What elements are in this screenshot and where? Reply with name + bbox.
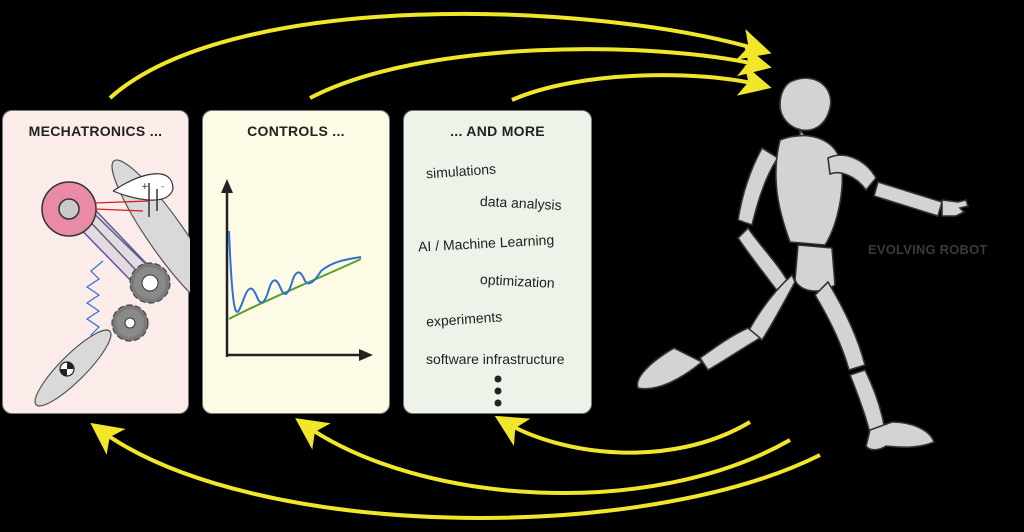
gear-icon bbox=[111, 262, 171, 342]
controls-response-plot bbox=[221, 179, 373, 361]
list-item: software infrastructure bbox=[426, 351, 565, 367]
panel-title: MECHATRONICS ... bbox=[28, 123, 163, 139]
more-panel: ... AND MORE simulations data analysis A… bbox=[403, 110, 592, 414]
vertical-ellipsis-icon bbox=[494, 375, 502, 407]
arrow-robot-to-controls bbox=[295, 418, 791, 496]
center-of-mass-icon bbox=[59, 361, 75, 377]
mechatronics-panel: MECHATRONICS ... + - bbox=[2, 110, 190, 414]
spring-icon bbox=[85, 260, 104, 344]
list-item: data analysis bbox=[479, 192, 563, 214]
svg-text:-: - bbox=[161, 182, 164, 192]
list-item: experiments bbox=[425, 308, 503, 330]
mechatronics-illustration: + - bbox=[34, 159, 190, 407]
panel-title: ... AND MORE bbox=[450, 123, 545, 139]
battery-icon: + - bbox=[141, 182, 164, 217]
arrow-more-to-robot bbox=[511, 64, 772, 102]
list-item: simulations bbox=[425, 160, 497, 182]
robot-figure bbox=[636, 77, 970, 451]
response-line bbox=[228, 230, 362, 313]
robot-label: EVOLVING ROBOT bbox=[868, 242, 988, 257]
arrow-robot-to-mechatronics bbox=[90, 422, 821, 520]
arrow-mechatronics-to-robot bbox=[108, 11, 772, 100]
panel-title: CONTROLS ... bbox=[247, 123, 345, 139]
svg-text:+: + bbox=[141, 182, 149, 192]
arrow-controls-to-robot bbox=[309, 44, 772, 100]
list-item: AI / Machine Learning bbox=[417, 231, 555, 255]
list-item: optimization bbox=[479, 271, 556, 291]
arrow-robot-to-more bbox=[494, 415, 752, 455]
controls-panel: CONTROLS ... bbox=[202, 110, 390, 414]
